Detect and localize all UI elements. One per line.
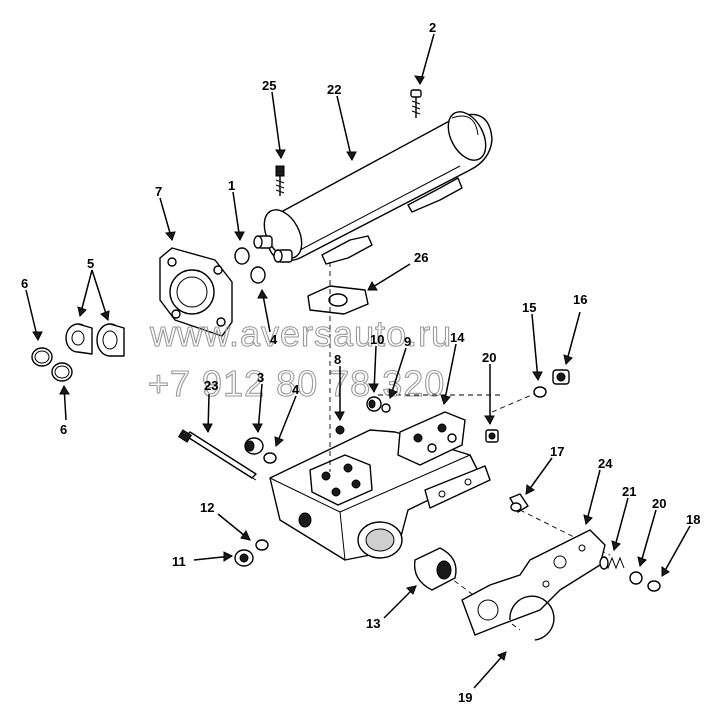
guide-line-3: [491, 387, 549, 413]
callout-labels: 2 25 22 1 7 5 6 6 26 4 23 3 4 8 10 9 14 …: [21, 20, 700, 705]
valve-housing: [269, 429, 491, 561]
callout-7: 7: [155, 184, 162, 199]
callout-12: 12: [200, 500, 214, 515]
callout-17: 17: [550, 444, 564, 459]
callout-6-lower: 6: [60, 422, 67, 437]
leader-lines: [25, 33, 691, 689]
valve-17: [509, 493, 529, 513]
callout-14: 14: [450, 330, 465, 345]
callout-21: 21: [622, 484, 636, 499]
o-ring-9: [381, 403, 391, 413]
spring-21: [599, 556, 625, 570]
callout-18: 18: [686, 512, 700, 527]
watermark-site: www.aversauto.ru: [149, 313, 452, 354]
o-ring-1-lower: [250, 266, 266, 284]
callout-27: 20: [482, 350, 496, 365]
plug-8: [335, 425, 345, 435]
adapter-plate-7: [159, 247, 233, 337]
callout-24: 24: [598, 456, 613, 471]
snap-ring-19: [509, 595, 555, 641]
bolt-2: [410, 89, 422, 118]
plug-11: [234, 549, 254, 567]
callout-3: 3: [257, 370, 264, 385]
valve-block-14: [397, 411, 466, 466]
washer-20: [629, 571, 643, 585]
callout-4: 4: [292, 382, 300, 397]
fitting-5-b: [96, 323, 125, 357]
o-ring-18: [647, 580, 661, 592]
o-ring-12: [255, 539, 269, 551]
callout-25: 25: [262, 78, 276, 93]
callout-26: 26: [414, 250, 428, 265]
callout-19: 19: [458, 690, 472, 705]
callout-8: 8: [334, 352, 341, 367]
bolt-25: [275, 165, 285, 196]
rod-23: [177, 429, 257, 481]
o-ring-15: [533, 386, 547, 398]
callout-9: 9: [404, 334, 411, 349]
callout-6-upper: 6: [21, 276, 28, 291]
gasket-26: [307, 285, 369, 315]
callout-13: 13: [366, 616, 380, 631]
oil-cooler-tube: [253, 111, 493, 265]
cover-24: [461, 529, 606, 636]
callout-4-upper: 4: [270, 332, 278, 347]
callout-2: 2: [429, 20, 436, 35]
callout-15: 15: [522, 300, 536, 315]
callout-5: 5: [87, 256, 94, 271]
piston-13: [413, 547, 457, 591]
plug-16: [552, 369, 570, 385]
callout-20: 20: [652, 496, 666, 511]
callout-11: 11: [172, 554, 186, 569]
fitting-27: [485, 429, 499, 443]
o-ring-1-upper: [234, 247, 250, 265]
callout-10: 10: [370, 332, 384, 347]
callout-23: 23: [204, 378, 218, 393]
callout-22: 22: [327, 82, 341, 97]
callout-1: 1: [228, 178, 235, 193]
callout-16: 16: [573, 292, 587, 307]
fitting-5-a: [65, 323, 93, 355]
o-ring-4: [263, 452, 277, 464]
